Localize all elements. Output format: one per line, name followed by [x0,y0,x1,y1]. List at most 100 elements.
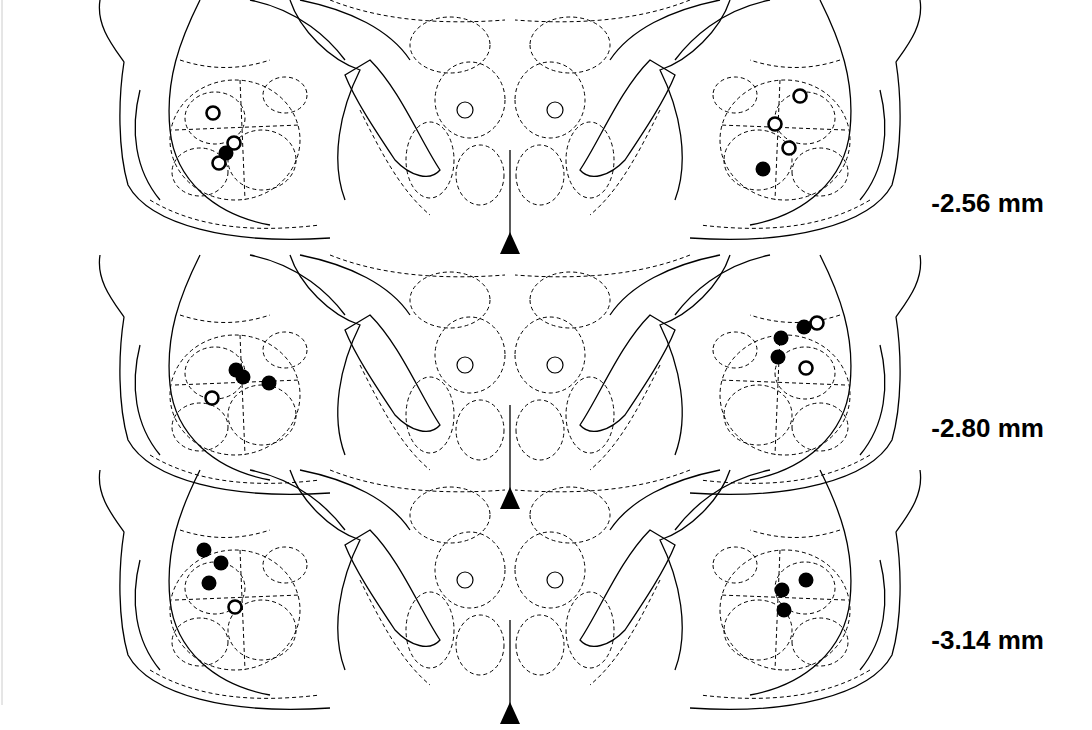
section-outline [250,0,345,60]
nucleus-boundary [775,80,780,200]
filled-placement-dot [236,370,251,385]
section-outline [99,0,330,239]
left-hemisphere [99,255,505,494]
nucleus-boundary [566,377,614,453]
nucleus-boundary [330,470,505,492]
midline [509,405,510,491]
section-level-label: -2.80 mm [929,413,1046,443]
section-outline [750,0,851,225]
section-outline [290,255,360,455]
nucleus-boundary [515,62,585,138]
nucleus-boundary [713,547,757,583]
nucleus-boundary [410,17,490,73]
open-placement-dot [769,118,782,131]
nucleus-boundary [410,272,490,328]
section-outline [610,470,720,530]
coronal-section [99,0,920,254]
nucleus-boundary [172,403,228,451]
section-outline [675,255,770,315]
nucleus-boundary [406,377,454,453]
section-level-label: -2.56 mm [929,188,1046,218]
section-outline [675,0,770,60]
nucleus-boundary [330,0,505,22]
section-outline [610,0,720,60]
nucleus-boundary [435,62,505,138]
section-outline [300,0,410,60]
nucleus-boundary [175,595,300,600]
section-outline [675,470,770,530]
midline [509,150,510,236]
section-outline [660,255,730,455]
nucleus-boundary [516,400,564,460]
filled-placement-dot [202,576,217,591]
section-outline [660,0,730,200]
fiber-tract [457,572,473,588]
nucleus-boundary [516,615,564,675]
nucleus-boundary [180,60,270,68]
filled-placement-dot [775,583,790,598]
nucleus-boundary [700,200,870,228]
section-outline [250,255,345,315]
nucleus-boundary [700,455,870,483]
filled-placement-dot [777,603,792,618]
frame-line [2,0,3,705]
section-outline [580,60,675,176]
nucleus-boundary [150,200,320,228]
nucleus-boundary [566,122,614,198]
nucleus-boundary [456,615,504,675]
filled-placement-dot [774,331,789,346]
nucleus-boundary [185,562,245,614]
nucleus-boundary [750,60,840,68]
right-hemisphere [515,255,921,494]
left-hemisphere [99,0,505,239]
section-outline [860,345,885,455]
nucleus-boundary [456,145,504,205]
section-outline [290,0,360,200]
section-outline [135,560,160,670]
right-hemisphere [515,0,921,239]
open-placement-dot [794,90,807,103]
nucleus-boundary [435,317,505,393]
nucleus-boundary [456,400,504,460]
filled-placement-dot [797,320,812,335]
section-outline [135,345,160,455]
nucleus-boundary [515,470,690,492]
nucleus-boundary [700,670,870,698]
nucleus-boundary [530,487,610,543]
nucleus-boundary [175,125,300,130]
nucleus-boundary [713,77,757,113]
section-outline [345,315,440,431]
section-outline [99,470,330,709]
section-outline [250,470,345,530]
open-placement-dot [206,392,219,405]
third-ventricle [500,232,520,254]
nucleus-boundary [515,317,585,393]
section-outline [690,470,921,709]
midline [509,620,510,706]
section-outline [690,0,921,239]
nucleus-boundary [713,332,757,368]
fiber-tract [457,357,473,373]
fiber-tract [457,102,473,118]
section-outline [300,470,410,530]
section-outline [290,470,360,670]
nucleus-boundary [228,385,296,445]
nucleus-boundary [240,335,245,455]
filled-placement-dot [756,162,771,177]
nucleus-boundary [566,592,614,668]
filled-placement-dot [219,146,234,161]
section-level-label: -3.14 mm [929,625,1046,655]
nucleus-boundary [150,670,320,698]
section-outline [750,470,851,695]
nucleus-boundary [406,592,454,668]
section-outline [690,255,921,494]
section-outline [300,255,410,315]
section-outline [169,470,270,695]
nucleus-boundary [750,315,840,323]
section-outline [580,530,675,646]
open-placement-dot [800,362,813,375]
nucleus-boundary [170,335,300,455]
nucleus-boundary [170,550,300,670]
nucleus-boundary [170,80,300,200]
